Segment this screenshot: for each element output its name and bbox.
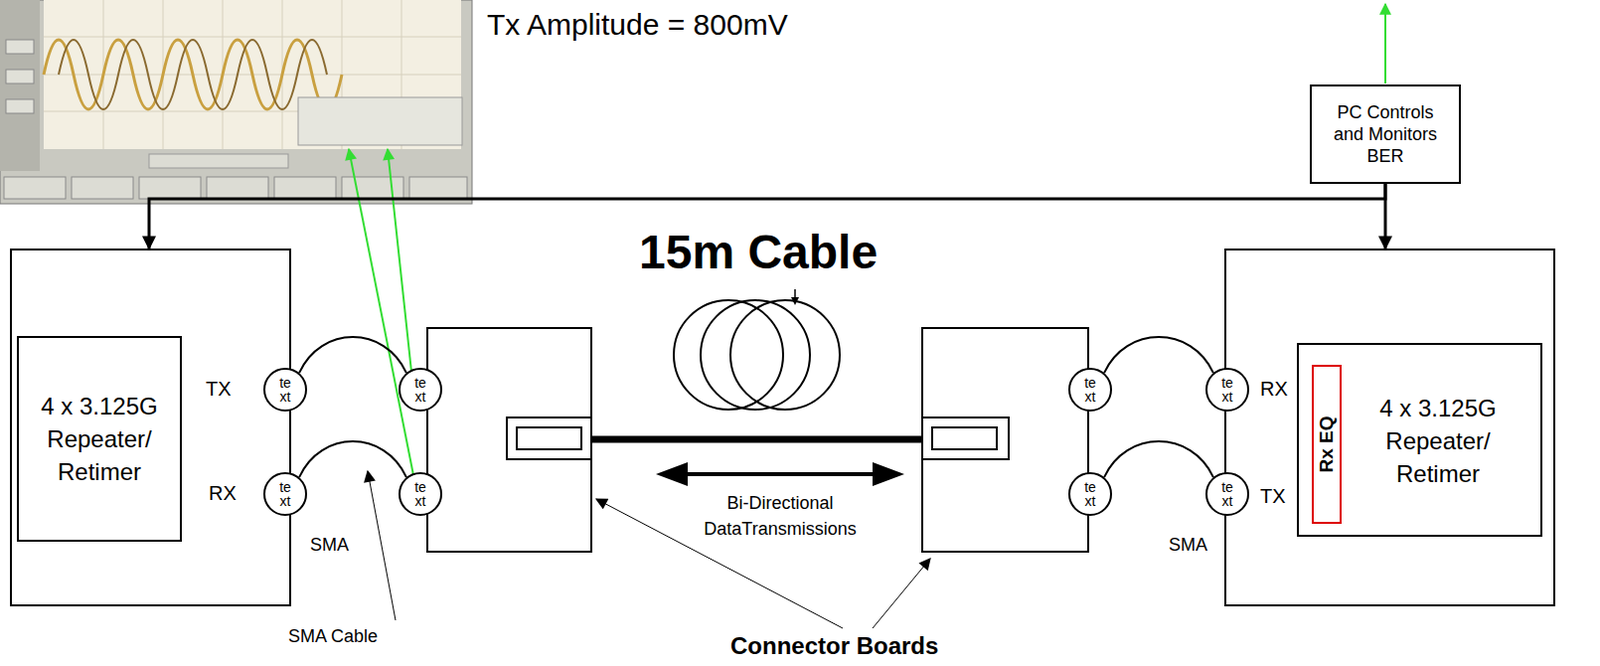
- scope-waveform: [58, 39, 327, 110]
- node-text: te xt: [1218, 480, 1237, 508]
- cable: [591, 436, 923, 444]
- sma-connector: te xt: [1205, 472, 1250, 516]
- sma-connector: te xt: [263, 472, 308, 516]
- node-text: te xt: [1081, 480, 1100, 508]
- sma-connector: te xt: [1205, 367, 1250, 412]
- node-text: te xt: [411, 480, 430, 508]
- node-text: te xt: [411, 375, 430, 404]
- scope-softkey: [139, 176, 201, 199]
- connector-board: [427, 327, 592, 552]
- repeater-chassis: TX RX 4 x 3.125G Repeater/ Retimer: [9, 248, 292, 607]
- cable-coil: [673, 300, 784, 410]
- monitor-arrow: [1384, 3, 1387, 84]
- scope-softkey: [274, 176, 336, 199]
- cable-connector: [506, 417, 592, 460]
- node-text: RX: [208, 481, 237, 505]
- sma-connector: te xt: [1068, 367, 1113, 412]
- scope-grid: [43, 0, 462, 150]
- pointer-head: [791, 297, 800, 306]
- node-text: TX: [205, 377, 232, 401]
- connector-board: [922, 327, 1089, 552]
- scope-measurement-table: [298, 97, 463, 146]
- scope-button: [5, 99, 34, 114]
- cable-connector-inner: [516, 427, 582, 450]
- node-text: te xt: [1218, 375, 1237, 404]
- rx-eq-block: Rx EQ: [1311, 364, 1342, 524]
- scope-status-bar: [149, 154, 289, 168]
- scope-softkey: [3, 176, 66, 199]
- sma-connector: te xt: [398, 472, 443, 516]
- probe-line: [387, 149, 412, 372]
- node-text: 4 x 3.125G Repeater/ Retimer: [18, 389, 180, 488]
- sma-connector: te xt: [398, 367, 443, 412]
- arrow-head: [655, 462, 688, 486]
- scope-softkey: [409, 176, 468, 199]
- cable-connector: [922, 417, 1009, 460]
- sma-connector: te xt: [263, 367, 308, 412]
- node-text: te xt: [1081, 375, 1100, 404]
- sma-cable: [299, 336, 407, 373]
- scope-frame: [0, 0, 473, 204]
- bidirectional-arrow: [681, 472, 879, 477]
- scope-softkey: [341, 176, 404, 199]
- repeater-box: 4 x 3.125G Repeater/ Retimer Rx EQ: [1296, 342, 1543, 537]
- connector-label: SMA: [310, 534, 349, 556]
- cable-title: 15m Cable: [639, 224, 878, 280]
- scope-softkey: [206, 176, 269, 199]
- scope-softkey: [71, 176, 134, 199]
- direction-note: Bi-Directional DataTransmissions: [670, 489, 890, 542]
- leader-line: [872, 558, 931, 629]
- node-text: PC Controls and Monitors BER: [1323, 101, 1447, 167]
- cable-connector-inner: [932, 427, 997, 450]
- node-text: te xt: [276, 375, 295, 404]
- repeater-chassis: RX TX 4 x 3.125G Repeater/ Retimer Rx EQ: [1224, 248, 1556, 607]
- leader-line: [367, 471, 396, 621]
- scope-side-panel: [0, 0, 40, 171]
- scope-button: [5, 69, 34, 84]
- node-text: te xt: [276, 480, 295, 508]
- scope-button: [5, 39, 34, 54]
- leader-line: [596, 498, 843, 629]
- control-line: [1384, 183, 1388, 249]
- scope-screenshot: [0, 0, 473, 204]
- node-text: Rx EQ: [1315, 415, 1338, 473]
- sma-cable: [1104, 336, 1214, 373]
- connector-label: SMA: [1168, 534, 1208, 556]
- scope-plot-area: [43, 0, 462, 150]
- sma-cable: [1104, 441, 1214, 478]
- node-text: 4 x 3.125G Repeater/ Retimer: [1348, 390, 1528, 489]
- pc-box: PC Controls and Monitors BER: [1309, 84, 1461, 184]
- amplitude-note: Tx Amplitude = 800mV: [486, 7, 789, 42]
- cable-label: SMA Cable: [288, 626, 378, 647]
- scope-waveform: [43, 39, 342, 110]
- cable-coil: [700, 300, 810, 410]
- arrow-head: [872, 462, 905, 486]
- sma-connector: te xt: [1068, 472, 1113, 516]
- node-text: RX: [1260, 377, 1288, 401]
- repeater-box: 4 x 3.125G Repeater/ Retimer: [16, 335, 182, 542]
- pointer-line: [794, 289, 797, 299]
- board-label: Connector Boards: [730, 632, 939, 660]
- sma-cable: [299, 441, 407, 478]
- node-text: TX: [1260, 484, 1286, 508]
- cable-coil: [730, 300, 840, 410]
